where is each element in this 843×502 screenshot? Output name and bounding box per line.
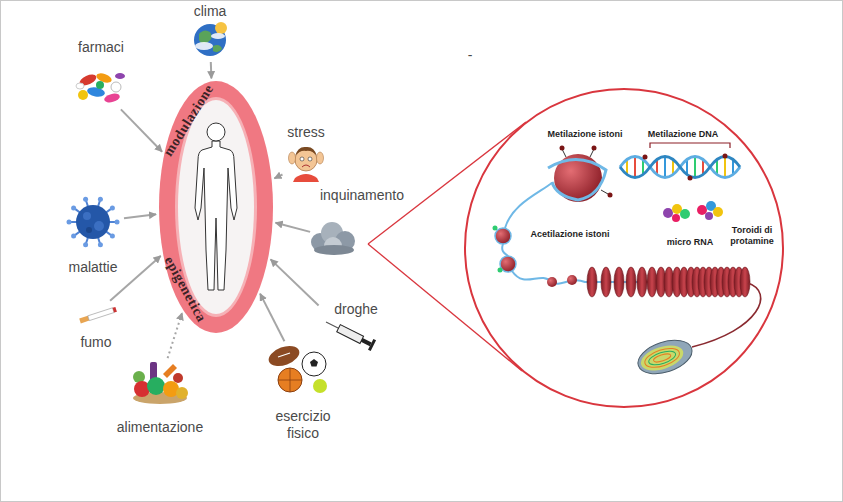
- factor-node: fumo: [74, 302, 118, 352]
- food-icon: [133, 362, 188, 404]
- factor-label: alimentazione: [117, 419, 203, 436]
- chromatin-illustration: [493, 143, 761, 380]
- epigenetic-ring: modulazioneepigenetica: [158, 80, 274, 334]
- factor-node: droghe: [320, 298, 392, 350]
- factor-label: esercizio fisico: [270, 408, 336, 442]
- factor-node: malattie: [64, 195, 122, 277]
- ring-outline: [158, 80, 274, 334]
- text-holder: Metilazione istoni: [547, 123, 622, 141]
- factor-node: esercizio fisico: [266, 343, 340, 444]
- factor-label: inquinamento: [320, 187, 404, 204]
- zoom-lines: [368, 122, 526, 371]
- zoom-circle: Metilazione istoni Metilazione DNA Acetila…: [464, 88, 784, 408]
- text-holder: -: [468, 46, 473, 64]
- factor-node: alimentazione: [108, 360, 212, 437]
- note-label: -: [468, 47, 473, 64]
- text-holder: Metilazione DNA: [648, 123, 719, 141]
- arrow-connector: [260, 294, 284, 342]
- zoom-label: micro RNA: [667, 237, 714, 248]
- text-holder: farmaci: [78, 38, 124, 56]
- arrow-connector: [274, 175, 282, 179]
- arrow-connector: [271, 259, 319, 305]
- factor-node: clima: [186, 2, 234, 60]
- text-holder: micro RNA: [667, 231, 714, 249]
- zoom-label: Toroidi di protamine: [727, 225, 777, 247]
- factor-node: stress: [284, 123, 327, 185]
- cigarette-icon: [79, 307, 117, 323]
- arrow-connector: [168, 313, 183, 358]
- text-holder: inquinamento: [320, 186, 404, 204]
- text-holder: Acetilazione istoni: [530, 223, 609, 241]
- factor-label: malattie: [68, 259, 117, 276]
- arrow-connector: [210, 62, 213, 78]
- text-holder: stress: [287, 123, 324, 141]
- zoom-circle-outline: [464, 88, 784, 408]
- factor-label: farmaci: [78, 39, 124, 56]
- virus-icon: [67, 197, 120, 248]
- factor-label: droghe: [334, 301, 378, 318]
- zoom-label: Metilazione istoni: [547, 129, 622, 140]
- factor-node: inquinamento: [312, 186, 412, 258]
- text-holder: Toroidi di protamine: [727, 225, 777, 248]
- arrow-connector: [110, 256, 161, 301]
- arrow-connector: [121, 109, 162, 151]
- factor-label: clima: [194, 3, 227, 20]
- smog-icon: [311, 222, 355, 255]
- zoom-label: Metilazione DNA: [648, 129, 719, 140]
- factor-node: farmaci: [72, 38, 130, 108]
- text-holder: droghe: [334, 300, 378, 318]
- stress-icon: [289, 147, 324, 182]
- pills-icon: [76, 72, 125, 104]
- factor-label: stress: [287, 124, 324, 141]
- globe-icon: [194, 22, 227, 56]
- text-holder: esercizio fisico: [270, 408, 336, 442]
- text-holder: fumo: [80, 333, 111, 351]
- text-holder: clima: [194, 2, 227, 20]
- zoom-label: Acetilazione istoni: [530, 229, 609, 240]
- syringe-icon: [323, 317, 376, 351]
- text-holder: alimentazione: [117, 418, 203, 436]
- arrow-connector: [124, 214, 156, 218]
- factor-label: fumo: [80, 334, 111, 351]
- sport-balls-icon: [266, 342, 327, 393]
- arrow-connector: [276, 223, 311, 232]
- text-holder: malattie: [68, 258, 117, 276]
